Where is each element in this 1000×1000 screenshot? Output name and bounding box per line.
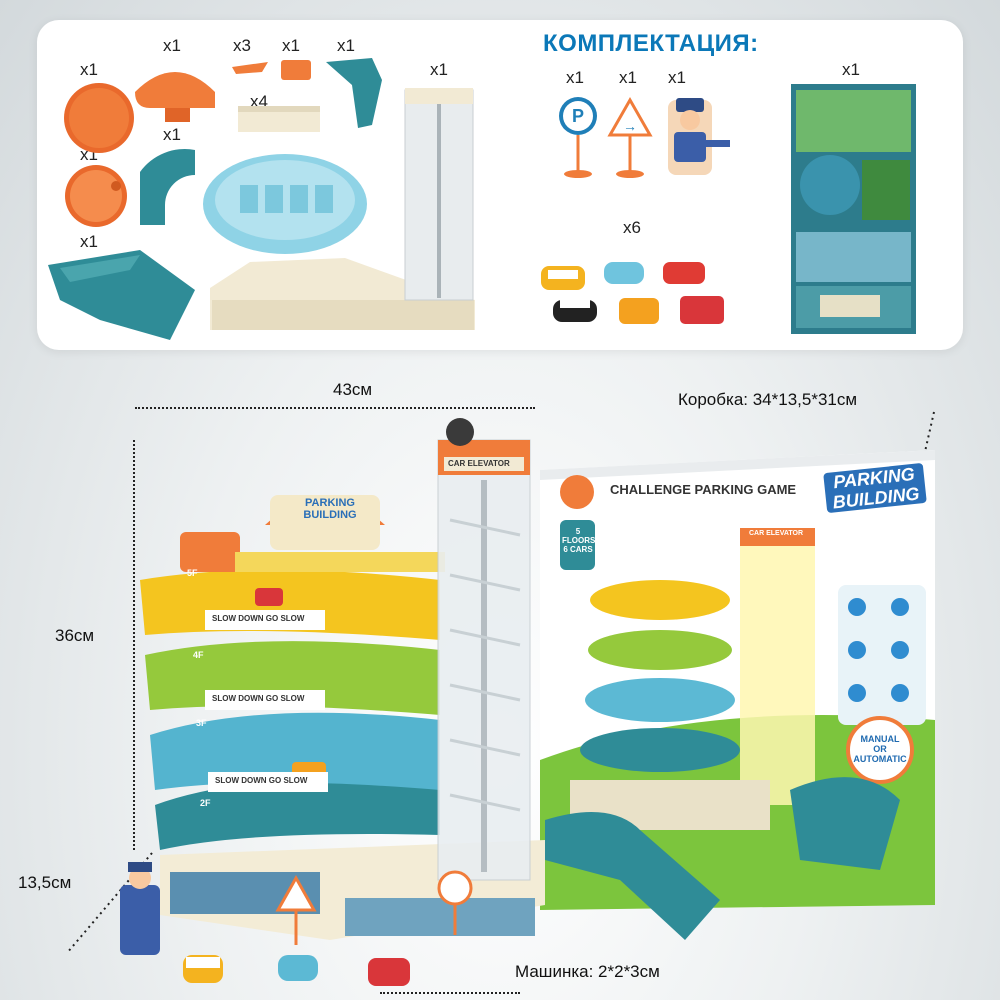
box-size-label: Коробка: 34*13,5*31см [678,390,858,409]
qty-arrow-sign: x1 [619,68,637,87]
toy-floor-5f: 5F [187,568,198,578]
orange-sign-board-part [135,72,215,122]
toy-slow-sign-1: SLOW DOWN GO SLOW [212,614,305,623]
box-cars-label: 6 CARS [563,545,593,554]
arrow-sign-part: → [607,96,653,178]
width-label: 43см [333,380,373,399]
qty-parking-sign: x1 [566,68,584,87]
sticker-sheet-part [791,84,916,334]
blue-tray-part [203,154,367,254]
box-manual-badge: MANUAL OR AUTOMATIC [852,734,908,764]
qty-cars: x6 [623,218,641,237]
box-floors-label: 5 FLOORS [562,527,596,545]
officer-figure-part [668,98,730,175]
box-elevator-label: CAR ELEVATOR [749,530,804,537]
toy-slow-sign-2: SLOW DOWN GO SLOW [212,694,305,703]
kit-heading: КОМПЛЕКТАЦИЯ: [543,30,759,57]
toy-sign-line2: BUILDING [303,509,357,521]
qty-tower: x1 [430,60,448,79]
toy-sign-line1: PARKING [305,497,355,509]
orange-disc-large-part [64,83,134,153]
toy-slow-sign-3: SLOW DOWN GO SLOW [215,776,308,785]
box-game-title: CHALLENGE PARKING GAME [610,482,797,497]
qty-sticker-sheet: x1 [842,60,860,79]
qty-block: x1 [282,36,300,55]
base-and-tower-part [210,88,475,330]
toy-elevator-label: CAR ELEVATOR [448,459,510,468]
clip-part [232,62,268,74]
cream-strip-part [238,106,320,132]
qty-ramp: x1 [80,232,98,251]
toy-floor-2f: 2F [200,798,211,808]
svg-text:P: P [572,106,584,126]
qty-sign-board: x1 [163,36,181,55]
box-mode-line3: AUTOMATIC [853,754,907,764]
teal-ramp-part [48,250,195,340]
parking-sign-part: P [559,97,597,178]
car-size-label: Машинка: 2*2*3см [515,962,660,981]
qty-officer: x1 [668,68,686,87]
teal-curve-part [140,149,195,225]
qty-chute: x1 [337,36,355,55]
toy-floor-4f: 4F [193,650,204,660]
box-mode-line2: OR [873,744,887,754]
height-label: 36см [55,626,95,645]
orange-disc-small-part [65,165,127,227]
height-dim-line [133,440,135,850]
qty-curve: x1 [163,125,181,144]
car-dim-line [380,992,520,994]
teal-chute-part [326,58,382,128]
kit-parts-illustration: P → [48,58,916,340]
depth-label: 13,5см [18,873,72,892]
toy-sign-board: PARKING BUILDING [290,497,370,521]
qty-disc-large: x1 [80,60,98,79]
width-dim-line [135,407,535,409]
box-mode-line1: MANUAL [860,734,900,744]
block-part [281,60,311,80]
svg-text:→: → [623,118,637,134]
depth-dim-diagonal [66,852,153,954]
qty-clip: x3 [233,36,251,55]
toy-floor-3f: 3F [196,718,207,728]
box-floors-badge: 5 FLOORS 6 CARS [562,527,596,554]
toy-cars-part [541,262,724,324]
